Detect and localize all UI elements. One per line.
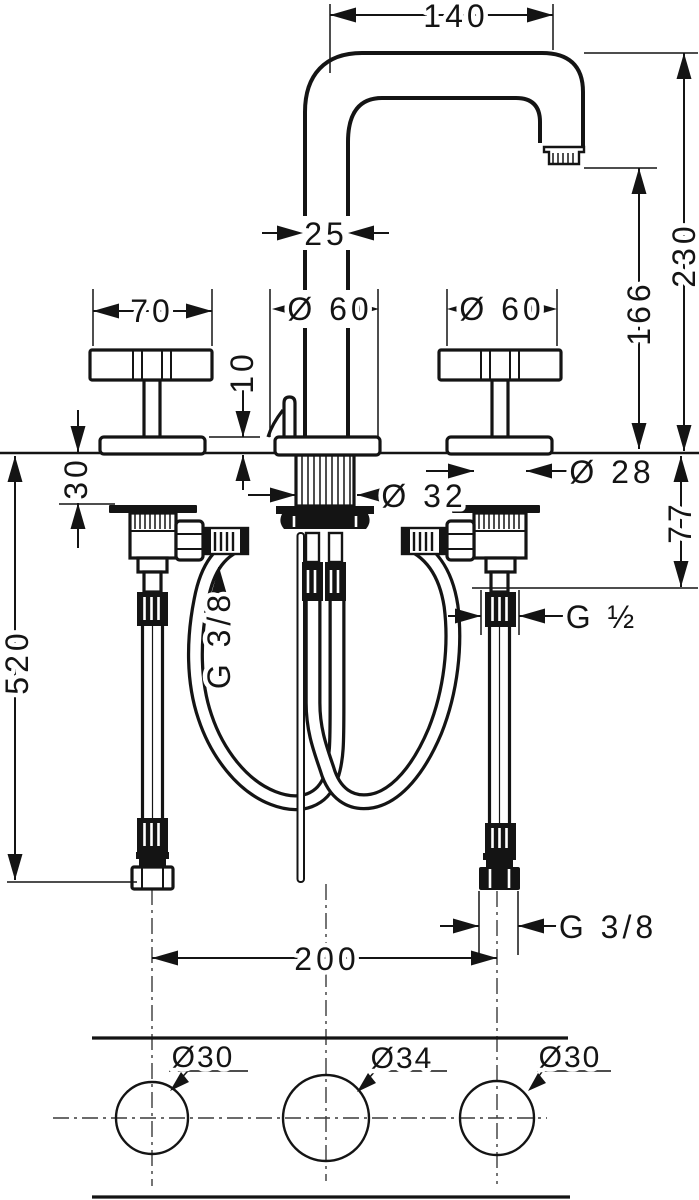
- dim-hole-spacing: 200: [294, 941, 359, 977]
- right-supply-hose: [479, 592, 520, 890]
- spout-assembly: [266, 51, 586, 457]
- centerlines: [53, 884, 547, 1186]
- plan-hole-center-label: Ø34: [371, 1042, 434, 1075]
- plan-hole-right-label: Ø30: [539, 1041, 602, 1074]
- right-handle: [437, 348, 563, 456]
- hole-center: [281, 1073, 371, 1163]
- dimension-graphics: [7, 4, 698, 966]
- dim-spout-pipe: 25: [304, 216, 348, 252]
- dimension-labels: 140 25 Ø 60 Ø 60 70 Ø 32 Ø 28 G ½ G 3/8 …: [0, 0, 699, 1075]
- dim-handle-width: 70: [130, 293, 174, 329]
- left-gasket: [109, 505, 197, 513]
- left-handle: [88, 348, 214, 456]
- plan-view: [92, 1036, 611, 1199]
- dim-hose-length: 520: [0, 629, 35, 694]
- left-escutcheon: [98, 435, 207, 456]
- mounting-nut: [280, 514, 370, 529]
- spout-riser: [303, 112, 350, 437]
- dim-outlet-height: 166: [621, 280, 657, 345]
- hose-fittings: [302, 562, 346, 601]
- right-gasket: [452, 505, 540, 513]
- dim-valve-shank-dia: Ø 28: [569, 454, 654, 490]
- right-escutcheon: [445, 435, 554, 456]
- right-hose-crimp: [400, 526, 449, 556]
- dim-escutcheon-height: 10: [224, 350, 260, 394]
- dim-spout-reach: 140: [423, 0, 488, 34]
- plan-hole-left-label: Ø30: [172, 1041, 235, 1074]
- spout-inner-curve: [346, 96, 542, 143]
- right-outlet-nut: [445, 519, 476, 562]
- dim-spout-base-dia: Ø 60: [287, 291, 372, 327]
- left-outlet-nut: [174, 519, 205, 562]
- dim-shank-length: 77: [662, 500, 698, 544]
- dim-deck-thickness: 30: [58, 456, 94, 500]
- dim-handle-base-dia: Ø 60: [459, 291, 544, 327]
- dim-thread-right: G ½: [566, 599, 638, 635]
- hole-right: [458, 1079, 536, 1157]
- right-hose-nut: [479, 867, 520, 890]
- connection-hoses: [186, 532, 462, 812]
- dim-total-height: 230: [666, 222, 699, 287]
- pop-up-lever: [266, 395, 297, 438]
- left-hose-nut: [130, 865, 175, 891]
- aerator: [542, 145, 586, 166]
- spout-shank-assembly: [276, 453, 374, 601]
- left-valve-assembly: [109, 505, 250, 891]
- pop-up-rod: [296, 532, 305, 883]
- spout-outer-curve: [303, 51, 585, 147]
- left-hose-crimp: [201, 526, 250, 556]
- dim-spout-shank-dia: Ø 32: [381, 478, 466, 514]
- plan-leaders: [169, 1061, 611, 1092]
- dim-thread-bottom: G 3/8: [559, 909, 657, 945]
- left-supply-hose: [130, 592, 175, 891]
- hole-left: [114, 1080, 190, 1156]
- right-valve-assembly: [400, 505, 540, 890]
- dim-thread-left: G 3/8: [201, 591, 237, 689]
- spout-escutcheon: [273, 435, 382, 457]
